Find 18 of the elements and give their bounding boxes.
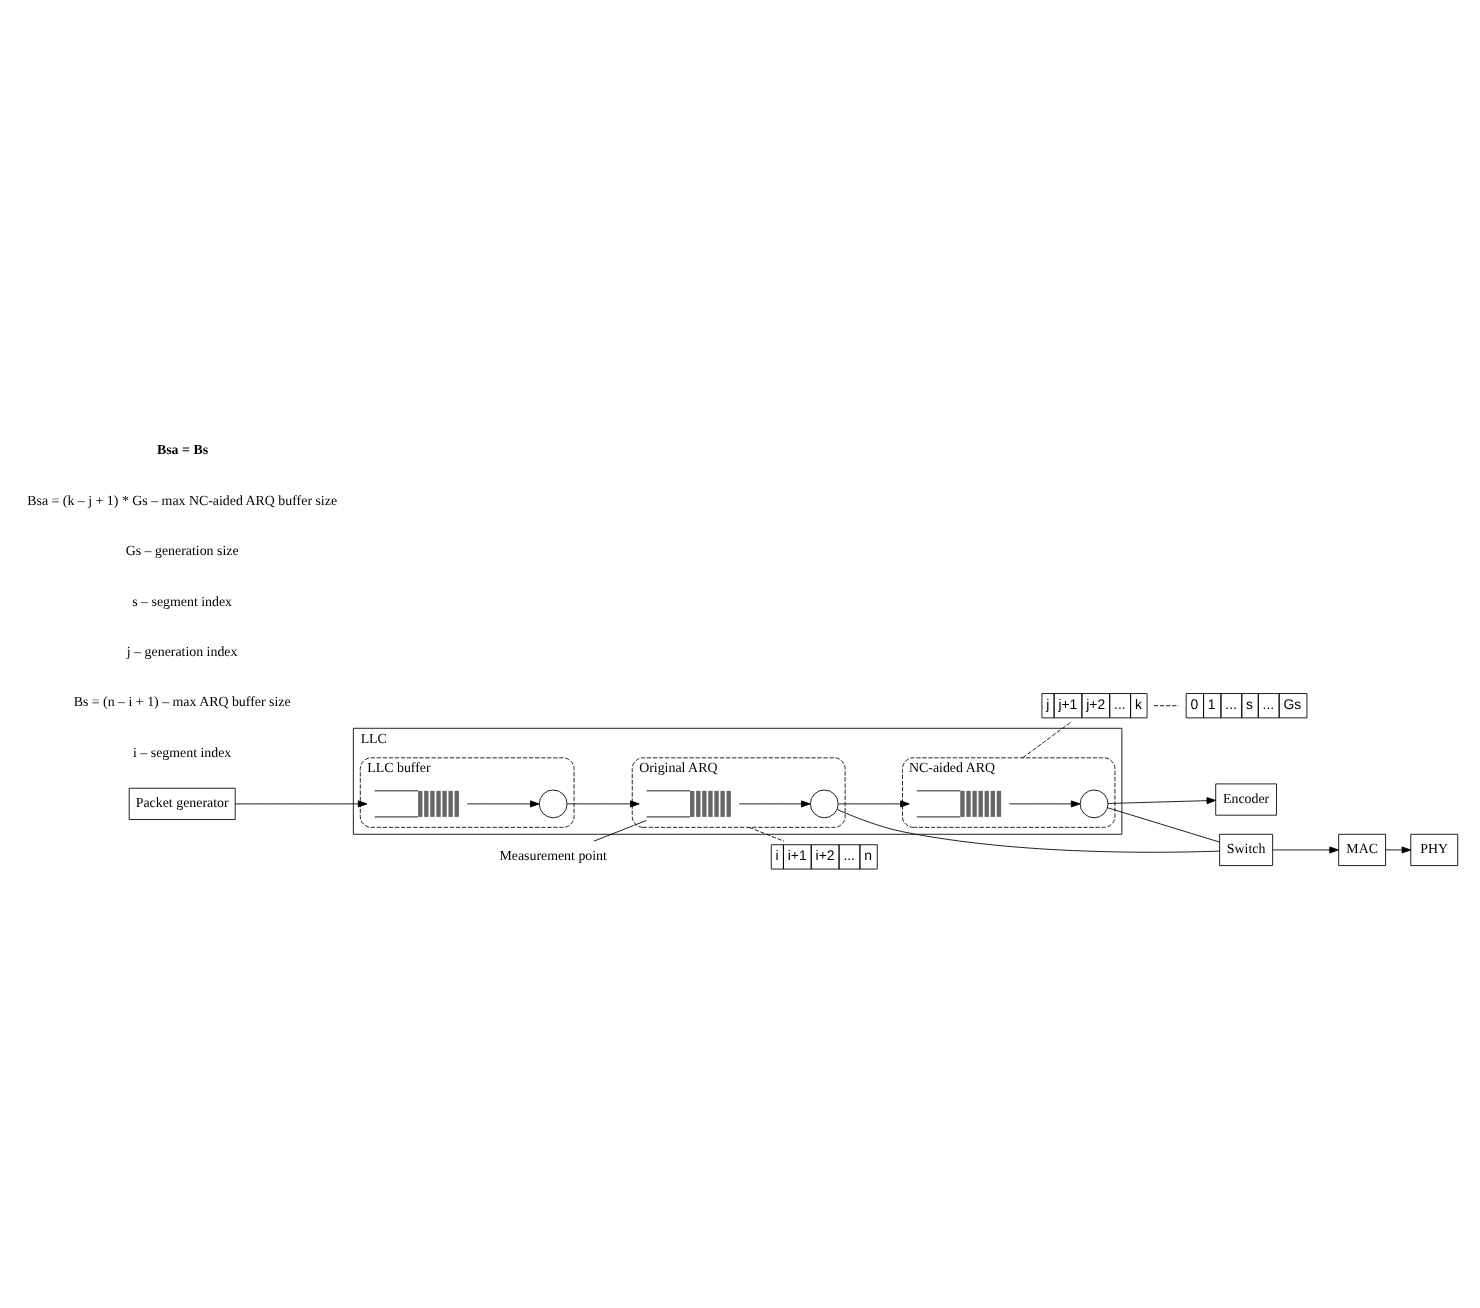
node-circle xyxy=(1079,789,1109,819)
arrow xyxy=(1385,846,1412,854)
connector xyxy=(836,809,1220,853)
node-circle xyxy=(809,789,839,819)
arrow xyxy=(234,800,368,808)
arrow xyxy=(566,800,640,808)
arrow xyxy=(466,800,540,808)
connector xyxy=(1107,807,1220,843)
arrow xyxy=(1107,797,1217,805)
arrow xyxy=(738,800,811,808)
arrow xyxy=(1272,846,1339,854)
connector xyxy=(748,826,785,842)
connector xyxy=(593,819,647,842)
connector xyxy=(1022,721,1073,759)
node-circle xyxy=(538,789,568,819)
connector xyxy=(1153,705,1180,707)
arrow xyxy=(838,800,910,808)
arrow xyxy=(1008,800,1081,808)
